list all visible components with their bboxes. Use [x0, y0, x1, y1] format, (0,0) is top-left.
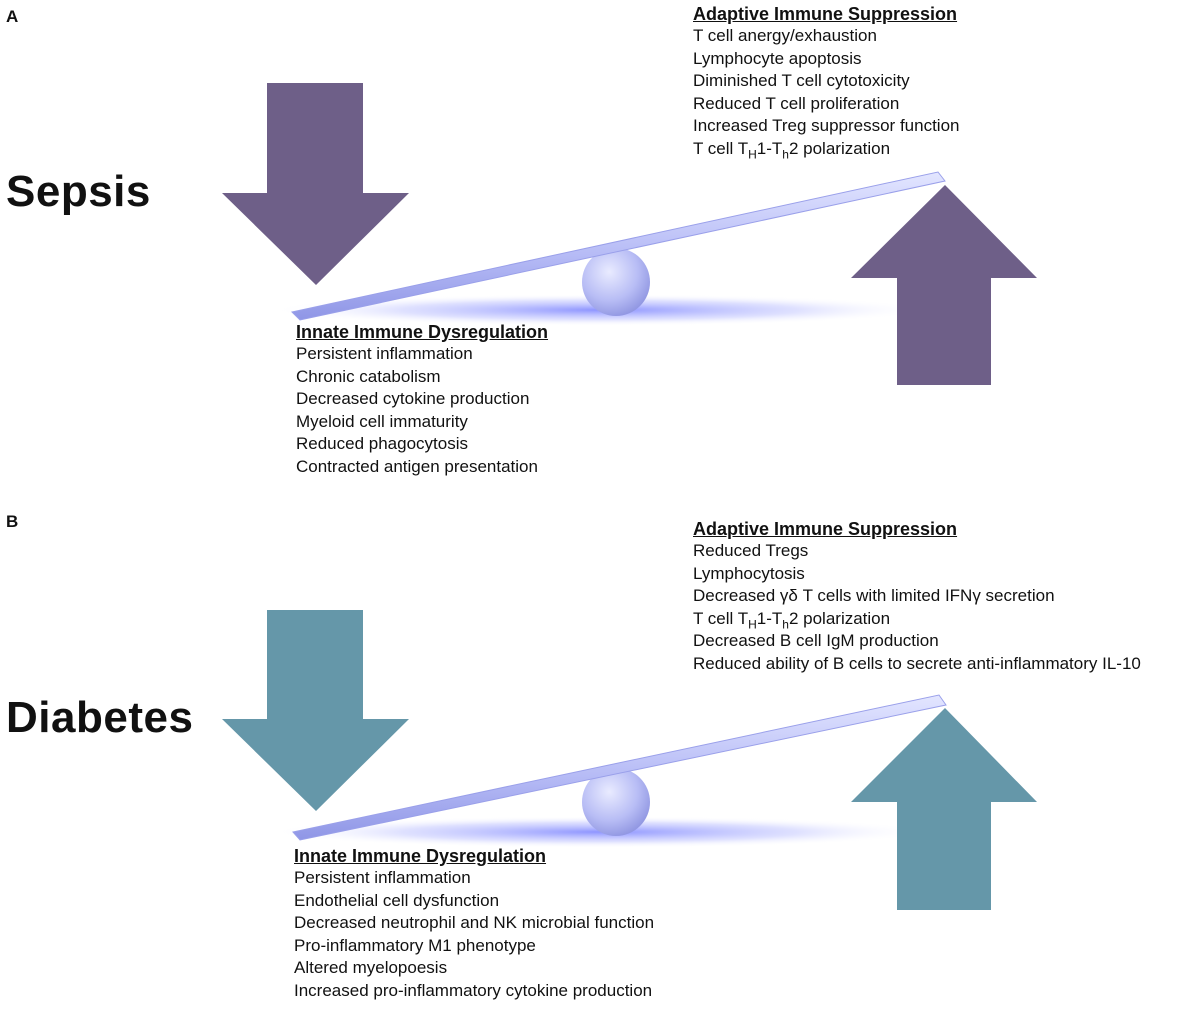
list-item: Lymphocytosis: [693, 563, 805, 583]
adaptive-block: Adaptive Immune Suppression Reduced Treg…: [693, 519, 1141, 676]
innate-heading: Innate Immune Dysregulation: [294, 846, 547, 866]
list-item: Decreased cytokine production: [296, 389, 530, 409]
adaptive-heading: Adaptive Immune Suppression: [693, 4, 958, 24]
adaptive-list: T cell anergy/exhaustion Lymphocyte apop…: [693, 25, 959, 161]
innate-list: Persistent inflammation Chronic cataboli…: [296, 343, 548, 479]
list-item: Increased Treg suppressor function: [693, 116, 960, 136]
list-item: Reduced phagocytosis: [296, 434, 469, 454]
list-item: Pro-inflammatory M1 phenotype: [294, 935, 536, 955]
list-item: Altered myelopoesis: [294, 958, 448, 978]
innate-heading: Innate Immune Dysregulation: [296, 322, 549, 342]
seesaw-plank: [292, 694, 947, 841]
down-arrow: [222, 610, 409, 811]
seesaw-fulcrum: [582, 248, 650, 316]
list-item: Diminished T cell cytotoxicity: [693, 71, 910, 91]
panel-b-graphics: [222, 610, 1037, 910]
list-item: Increased pro-inflammatory cytokine prod…: [294, 980, 653, 1000]
up-arrow: [851, 708, 1037, 910]
up-arrow: [851, 185, 1037, 385]
adaptive-list: Reduced Tregs Lymphocytosis Decreased γδ…: [693, 540, 1141, 676]
list-item: T cell anergy/exhaustion: [693, 26, 877, 45]
list-item: Contracted antigen presentation: [296, 456, 538, 476]
list-item: Reduced ability of B cells to secrete an…: [693, 653, 1141, 673]
list-item: Decreased B cell IgM production: [693, 631, 939, 651]
innate-list: Persistent inflammation Endothelial cell…: [294, 867, 654, 1003]
condition-title: Sepsis: [6, 167, 151, 216]
panel-letter: B: [6, 512, 19, 531]
list-item: Decreased neutrophil and NK microbial fu…: [294, 913, 655, 933]
list-item: Reduced Tregs: [693, 541, 809, 560]
list-item: Lymphocyte apoptosis: [693, 48, 862, 68]
list-item: Reduced T cell proliferation: [693, 93, 900, 113]
adaptive-heading: Adaptive Immune Suppression: [693, 519, 958, 539]
down-arrow: [222, 83, 409, 285]
condition-title: Diabetes: [6, 693, 194, 742]
list-item: Decreased γδ T cells with limited IFNγ s…: [693, 586, 1055, 606]
list-item: Myeloid cell immaturity: [296, 411, 468, 431]
list-item: Persistent inflammation: [294, 868, 471, 887]
innate-block: Innate Immune Dysregulation Persistent i…: [296, 322, 548, 479]
list-item: Endothelial cell dysfunction: [294, 890, 500, 910]
panel-a-graphics: [222, 83, 1037, 385]
panel-letter: A: [6, 7, 19, 26]
adaptive-block: Adaptive Immune Suppression T cell anerg…: [693, 4, 959, 161]
list-item: T cell TH1-Th2 polarization: [693, 138, 891, 162]
list-item: T cell TH1-Th2 polarization: [693, 608, 891, 632]
list-item: Chronic catabolism: [296, 366, 441, 386]
list-item: Persistent inflammation: [296, 344, 473, 363]
seesaw-fulcrum: [582, 768, 650, 836]
seesaw-plank: [290, 171, 946, 321]
innate-block: Innate Immune Dysregulation Persistent i…: [294, 846, 654, 1003]
